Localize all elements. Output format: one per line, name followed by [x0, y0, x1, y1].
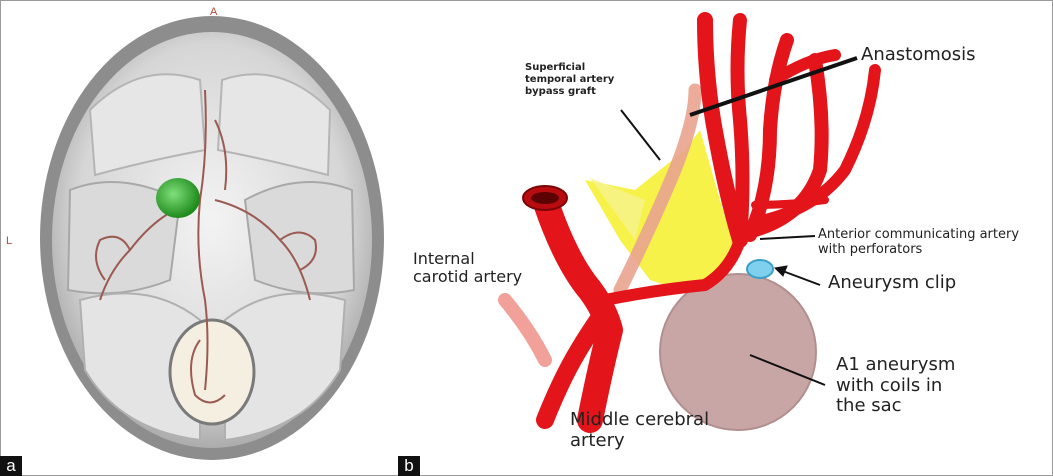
clip-leader — [780, 270, 820, 285]
acom-line-1: Anterior communicating artery — [818, 228, 1019, 243]
graft-segment-lower — [505, 300, 545, 360]
aneurysm-lesion-green — [156, 178, 200, 218]
label-aneurysm-clip: Aneurysm clip — [828, 273, 956, 294]
label-middle-cerebral-artery: Middle cerebral artery — [570, 410, 709, 451]
aneurysm-clip — [747, 260, 773, 278]
middle-fossa-right — [245, 182, 354, 293]
graft-leader — [621, 110, 660, 160]
ica-line-2: carotid artery — [413, 268, 522, 286]
label-sta-bypass-graft: Superficial temporal artery bypass graft — [525, 62, 614, 98]
panel-a-skull-render: A L — [0, 0, 395, 476]
acom-leader — [760, 236, 815, 239]
label-a1-aneurysm: A1 aneurysm with coils in the sac — [836, 355, 955, 417]
panel-b-label: b — [398, 456, 420, 476]
panel-b-schematic: Superficial temporal artery bypass graft… — [395, 0, 1053, 476]
carotid-lumen — [531, 192, 559, 204]
orientation-top-label: A — [210, 6, 217, 18]
skull-base-illustration — [0, 0, 395, 476]
sta-line-1: Superficial — [525, 62, 614, 74]
a2-vessel-2 — [738, 20, 743, 240]
a1-line-1: A1 aneurysm — [836, 355, 955, 376]
mca-line-1: Middle cerebral — [570, 410, 709, 431]
label-anastomosis: Anastomosis — [861, 45, 976, 66]
foramen-magnum — [170, 320, 254, 424]
label-anterior-communicating-artery: Anterior communicating artery with perfo… — [818, 228, 1019, 258]
a1-line-3: the sac — [836, 396, 955, 417]
panel-a-label: a — [0, 456, 22, 476]
sta-line-2: temporal artery — [525, 74, 614, 86]
ica-line-1: Internal — [413, 250, 522, 268]
acom-line-2: with perforators — [818, 243, 1019, 258]
label-internal-carotid-artery: Internal carotid artery — [413, 250, 522, 287]
mca-line-2: artery — [570, 431, 709, 452]
clip-arrowhead — [775, 266, 787, 276]
a1-line-2: with coils in — [836, 376, 955, 397]
orientation-left-label: L — [6, 235, 12, 247]
sta-line-3: bypass graft — [525, 86, 614, 98]
